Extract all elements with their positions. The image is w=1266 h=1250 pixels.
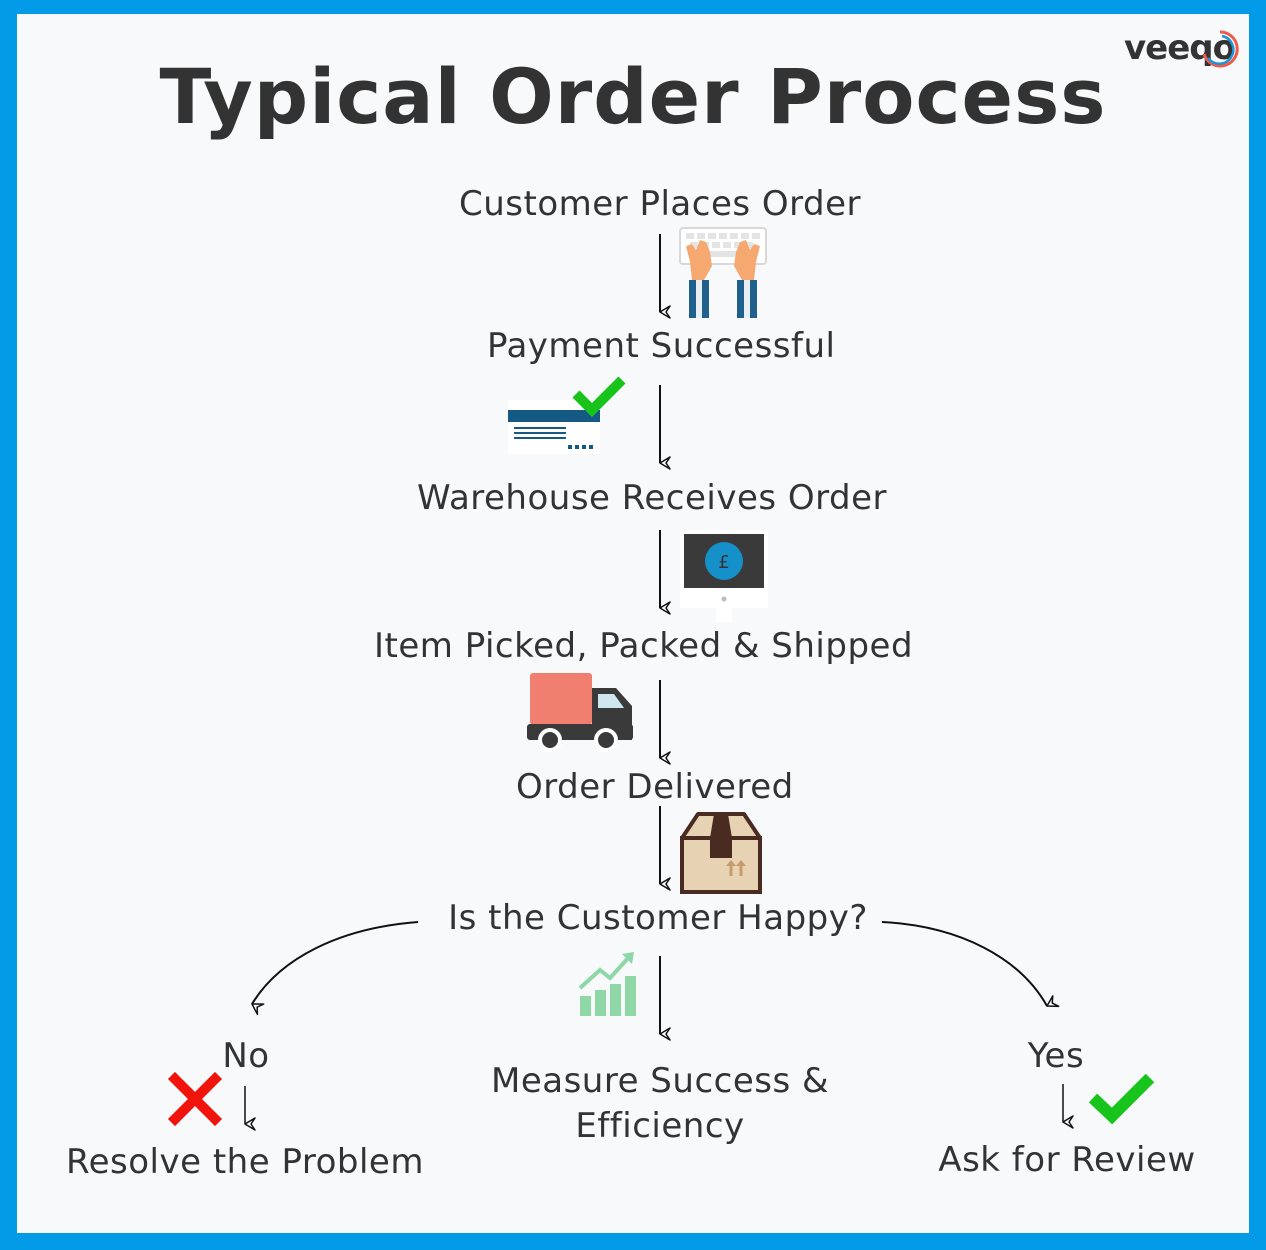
step-payment-successful: Payment Successful — [487, 326, 836, 366]
arrow-happy-to-no — [251, 921, 419, 1016]
svg-text:£: £ — [718, 552, 729, 573]
step-order-delivered: Order Delivered — [516, 767, 794, 807]
veeqo-logo: veeqo — [1124, 28, 1236, 68]
growth-chart-icon — [578, 952, 636, 1016]
monitor-pound-icon: £ — [680, 530, 768, 622]
step-measure-line2: Efficiency — [575, 1106, 745, 1146]
branch-no-label: No — [222, 1036, 270, 1076]
credit-card-check-icon — [508, 376, 626, 454]
step-resolve-problem: Resolve the Problem — [66, 1142, 424, 1182]
step-measure-line1: Measure Success & — [491, 1061, 829, 1101]
logo-swirl-icon — [1202, 30, 1239, 68]
delivery-truck-icon — [527, 673, 633, 752]
green-check-icon — [1088, 1073, 1155, 1125]
infographic-panel — [17, 14, 1249, 1233]
keyboard-hands-icon — [679, 227, 767, 318]
parcel-box-icon — [680, 812, 762, 894]
logo-text: veeqo — [1124, 28, 1236, 68]
step-is-customer-happy: Is the Customer Happy? — [448, 898, 868, 938]
step-warehouse-receives-order: Warehouse Receives Order — [417, 478, 888, 518]
step-item-picked-packed-shipped: Item Picked, Packed & Shipped — [374, 626, 914, 666]
red-cross-icon — [167, 1071, 223, 1127]
step-customer-places-order: Customer Places Order — [459, 184, 861, 224]
step-ask-for-review: Ask for Review — [938, 1140, 1196, 1180]
page-title: Typical Order Process — [159, 52, 1107, 141]
arrow-happy-to-yes — [881, 921, 1060, 1008]
branch-yes-label: Yes — [1027, 1036, 1085, 1076]
